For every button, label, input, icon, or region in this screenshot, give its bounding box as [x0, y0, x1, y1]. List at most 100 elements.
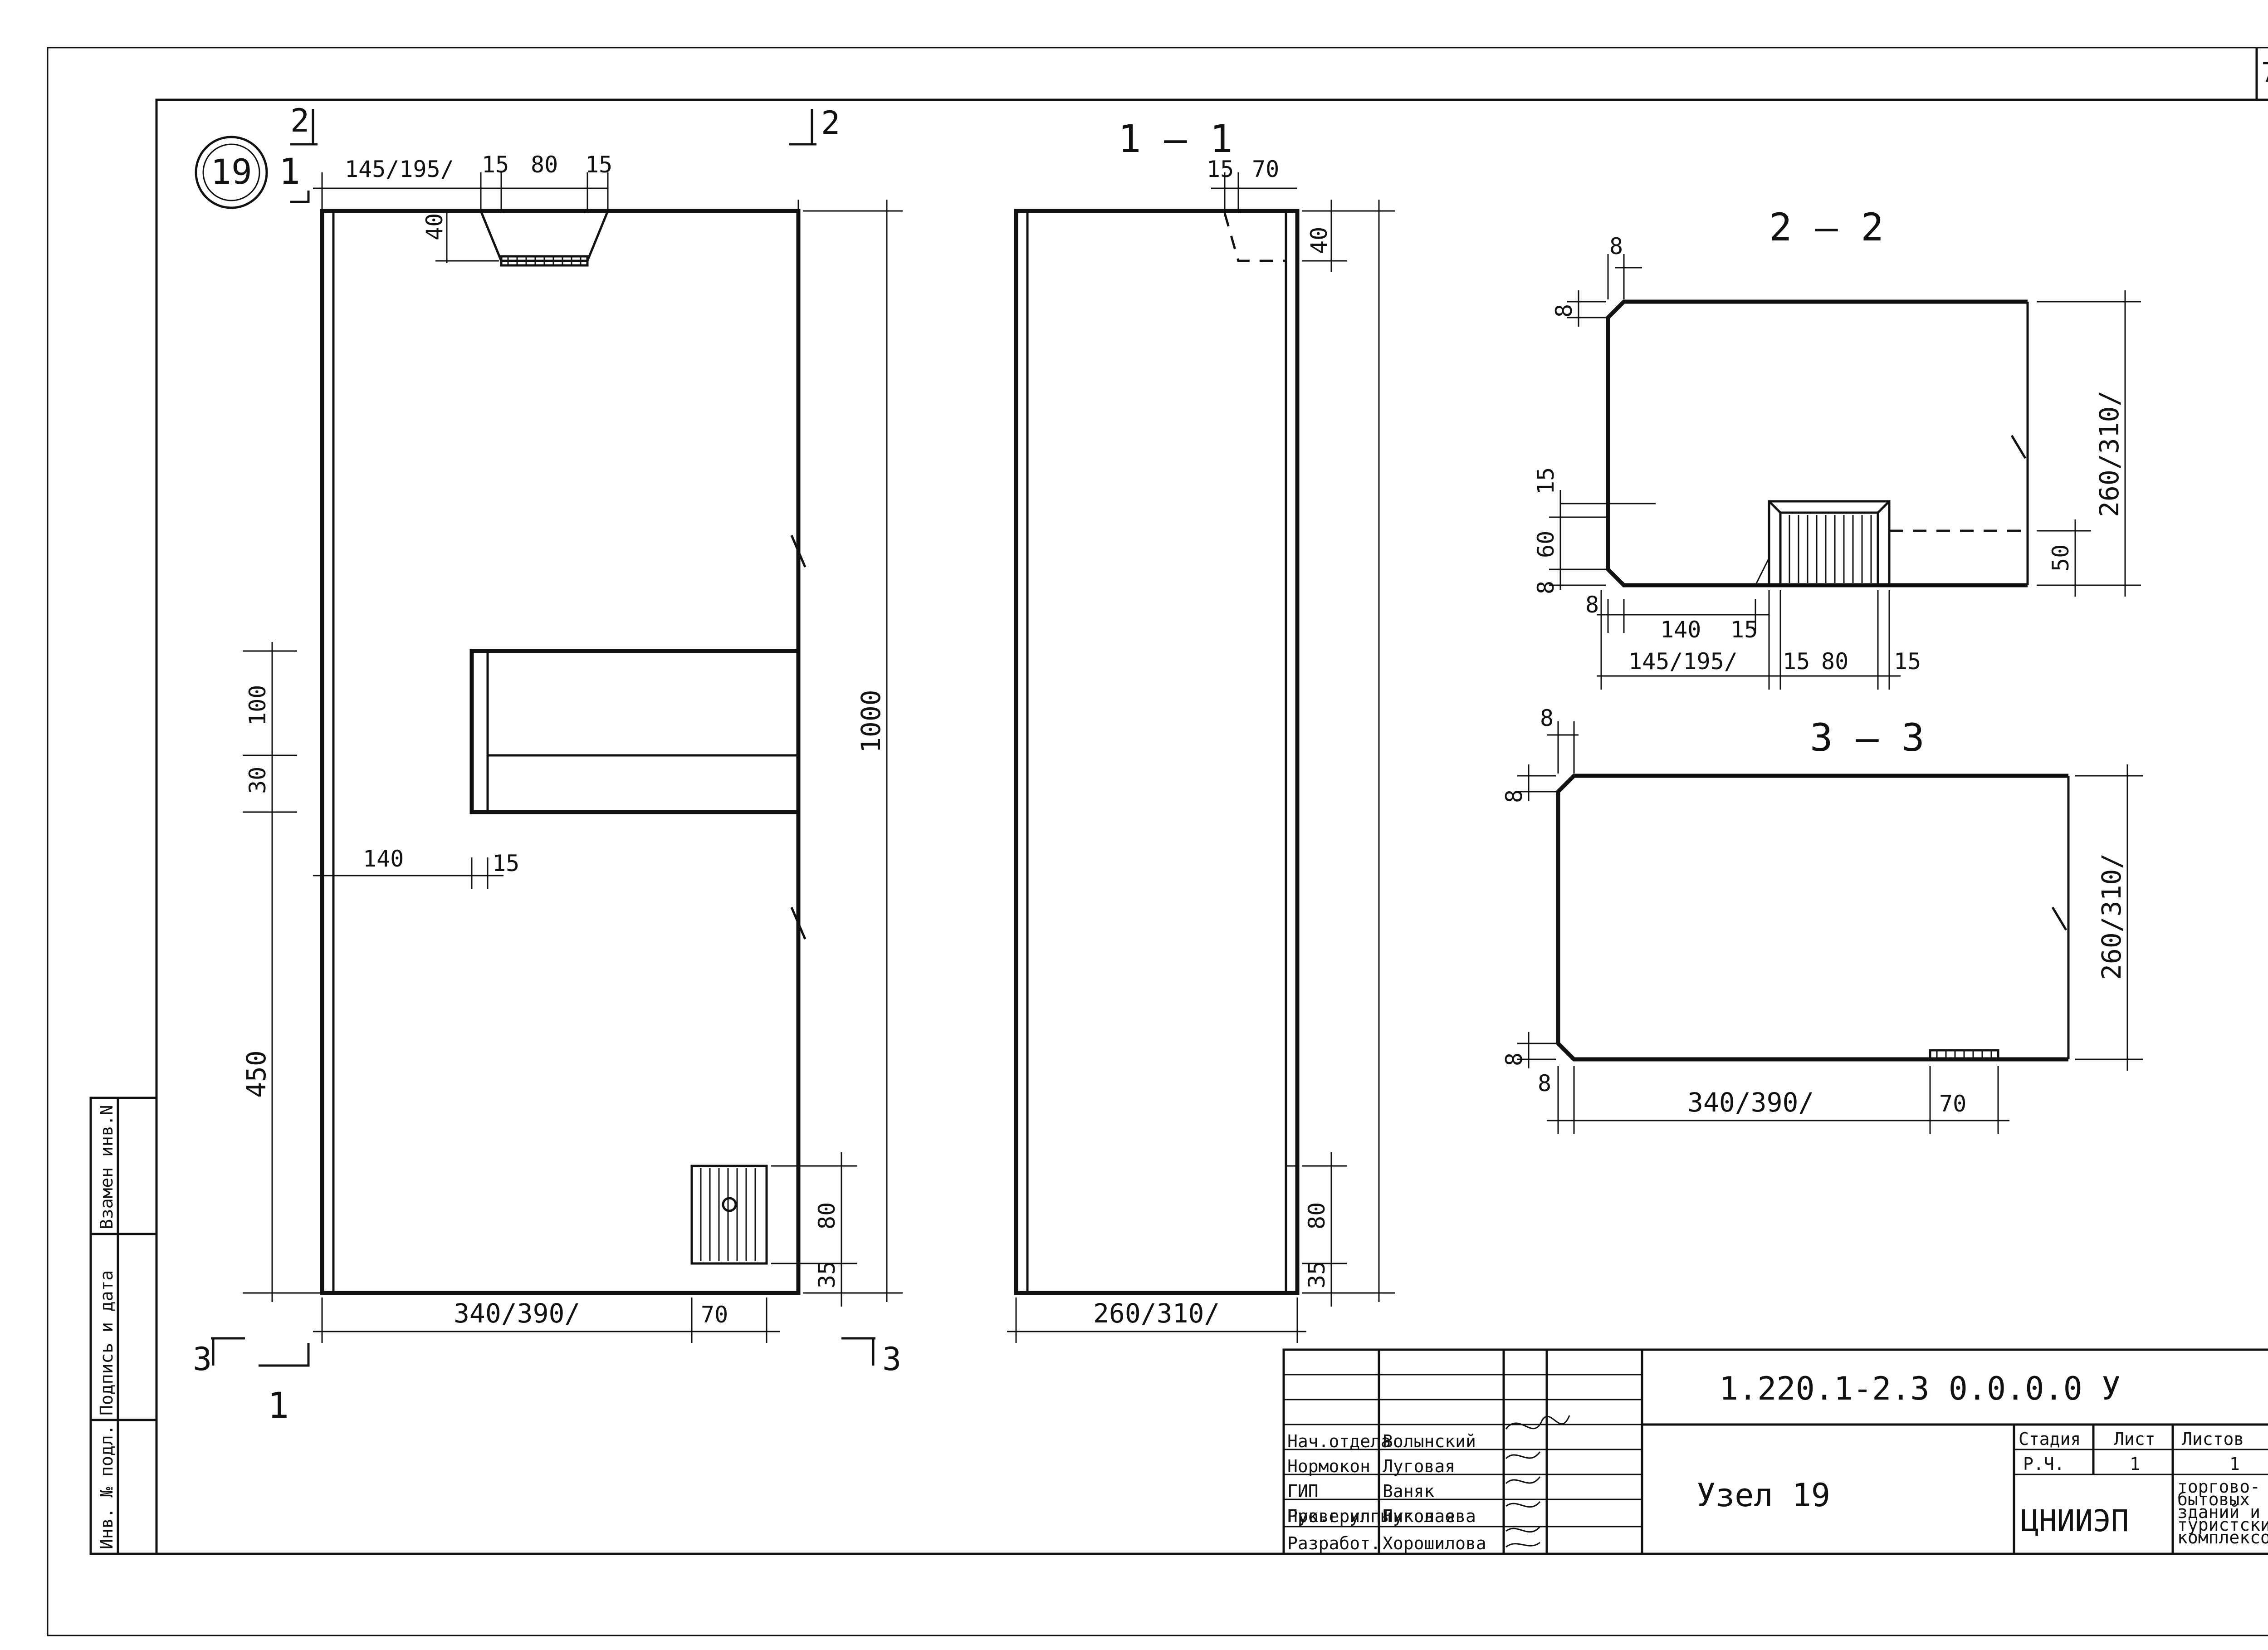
side-stamp-col3: Взамен инв.N — [97, 1105, 117, 1229]
name-4: Николаева — [1383, 1506, 1476, 1526]
s22-dim-b-15b: 15 — [1783, 648, 1810, 675]
org-desc-4: туристских — [2177, 1515, 2268, 1535]
org-desc-1: торгово- — [2177, 1477, 2260, 1497]
org-desc-2: бытовых — [2177, 1489, 2250, 1509]
s22-dim-b-140: 140 — [1660, 617, 1701, 643]
role-6: Разработ. — [1287, 1533, 1381, 1553]
s22-dim-chamfer-8a: 8 — [1609, 233, 1623, 259]
s11-dim-bottom-80: 80 — [1304, 1202, 1330, 1229]
name-3: Ваняк — [1383, 1481, 1435, 1501]
s22-dim-left-60: 60 — [1533, 531, 1559, 558]
plan-dimensions: 145/195/ 15 80 15 40 1000 100 30 450 140… — [241, 152, 903, 1343]
section-3-3: 3 – 3 — [1556, 715, 2070, 1062]
side-stamp-col2: Подпись и дата — [97, 1270, 117, 1415]
side-stamp: Инв. № подл. Подпись и дата Взамен инв.N — [89, 1097, 158, 1555]
plan-dim-notch-depth: 40 — [421, 213, 448, 240]
org-desc-5: комплексов — [2177, 1528, 2268, 1547]
stage-header: Стадия — [2019, 1429, 2081, 1449]
plan-dim-left-30: 30 — [244, 767, 271, 794]
plan-dim-top-width: 145/195/ — [345, 156, 454, 182]
section-2-2-title: 2 – 2 — [1769, 205, 1884, 250]
sheet-header: Лист — [2114, 1429, 2156, 1449]
s33-dim-w-70: 70 — [1939, 1091, 1966, 1117]
section-2-2: 2 – 2 — [1560, 205, 2029, 588]
s33-dim-chamfer-8a: 8 — [1540, 705, 1554, 731]
s11-dim-bottom-35: 35 — [1304, 1261, 1330, 1288]
section-1-1-dimensions: 15 70 40 80 35 260/310/ — [1007, 156, 1395, 1343]
section-2-2-dimensions: 8 8 15 60 8 260/310/ 50 8 140 15 145/195… — [1533, 233, 2141, 690]
plan-dim-left-100: 100 — [244, 685, 271, 726]
section-mark-2-left: 2 — [290, 102, 309, 139]
plan-dim-left-450: 450 — [241, 1050, 272, 1098]
node-label-circle: 19 — [195, 136, 268, 209]
section-1-1: 1 – 1 — [1014, 117, 1300, 1295]
s22-dim-b-15a: 15 — [1730, 617, 1758, 643]
sheet-number: 79 — [2261, 57, 2268, 88]
role-5: Проверил — [1287, 1506, 1370, 1526]
section-mark-1-bottom: 1 — [268, 1386, 289, 1426]
role-1: Нач.отдела — [1287, 1431, 1391, 1451]
sheets-value: 1 — [2229, 1454, 2240, 1474]
s11-dim-top-40: 40 — [1306, 227, 1332, 254]
s33-dim-width: 340/390/ — [1687, 1087, 1814, 1118]
name-5: Луговая — [1383, 1506, 1455, 1526]
title-block: 1.220.1-2.3 0.0.0.0 У Узел 19 Нач.отдела… — [1282, 1348, 2268, 1555]
document-code: 1.220.1-2.3 0.0.0.0 У — [1719, 1370, 2121, 1407]
s11-dim-width: 260/310/ — [1093, 1298, 1220, 1329]
role-3: ГИП — [1287, 1481, 1319, 1501]
s33-hatch — [1936, 1051, 1992, 1058]
plan-dim-mid-15: 15 — [492, 850, 519, 876]
sheet-value: 1 — [2130, 1454, 2140, 1474]
plan-dim-top-80: 80 — [531, 152, 558, 178]
plan-dim-bottom-width: 340/390/ — [454, 1298, 580, 1329]
plan-dim-height: 1000 — [855, 690, 886, 753]
drawing-name: Узел 19 — [1696, 1477, 1830, 1514]
s22-dim-left-15: 15 — [1533, 467, 1559, 495]
drawing-frame — [155, 98, 2268, 1555]
section-mark-3-right: 3 — [882, 1341, 901, 1378]
section-mark-3-left: 3 — [193, 1341, 212, 1378]
plan-dim-right-80: 80 — [814, 1202, 840, 1229]
plan-block-hatch — [700, 1168, 756, 1261]
plan-notch-hatch — [507, 257, 582, 264]
s22-dim-b-width: 145/195/ — [1628, 648, 1738, 675]
s22-block-hatch — [1789, 515, 1872, 583]
s22-dim-chamfer-8c: 8 — [1533, 581, 1559, 594]
s22-dim-chamfer-8b: 8 — [1551, 304, 1577, 318]
s22-dim-b-15c: 15 — [1894, 648, 1921, 675]
s33-dim-chamfer-8c: 8 — [1501, 1053, 1527, 1066]
role-4: Рук.группы — [1287, 1506, 1391, 1526]
side-stamp-col1: Инв. № подл. — [97, 1425, 117, 1549]
plan-dim-top-15a: 15 — [482, 152, 509, 178]
plan-dim-mid-140: 140 — [363, 846, 404, 872]
section-3-3-dimensions: 8 8 8 260/310/ 8 340/390/ 70 — [1501, 705, 2143, 1134]
name-6: Хорошилова — [1383, 1533, 1486, 1553]
s33-dim-chamfer-8d: 8 — [1538, 1070, 1551, 1097]
s11-dim-top-15: 15 — [1207, 156, 1234, 182]
s22-dim-b-80: 80 — [1821, 648, 1848, 675]
s33-dim-chamfer-8b: 8 — [1501, 789, 1527, 803]
section-mark-1-top: 1 — [279, 152, 300, 192]
signatures — [1505, 1415, 1570, 1548]
s33-dim-height: 260/310/ — [2096, 853, 2127, 980]
plan-dim-right-35: 35 — [814, 1261, 840, 1288]
sheets-header: Листов — [2182, 1429, 2244, 1449]
s22-dim-height: 260/310/ — [2094, 391, 2125, 517]
s22-dim-right-50: 50 — [2048, 544, 2074, 572]
plan-view — [320, 200, 807, 1295]
section-markers: 1 2 2 3 3 1 — [193, 102, 901, 1426]
s11-dim-top-70: 70 — [1252, 156, 1279, 182]
section-mark-2-right: 2 — [821, 104, 840, 142]
org-desc-3: зданий и — [2177, 1502, 2260, 1522]
outer-border — [47, 47, 2268, 1636]
s22-dim-chamfer-8d: 8 — [1585, 592, 1599, 618]
role-2: Нормокон — [1287, 1456, 1370, 1476]
org-name: ЦНИИЭП — [2021, 1503, 2129, 1538]
node-label: 19 — [210, 152, 252, 192]
plan-dim-top-15b: 15 — [585, 152, 612, 178]
name-2: Луговая — [1383, 1456, 1455, 1476]
section-3-3-title: 3 – 3 — [1810, 715, 1925, 760]
plan-dim-bottom-70: 70 — [701, 1302, 728, 1328]
section-1-1-title: 1 – 1 — [1118, 117, 1233, 161]
